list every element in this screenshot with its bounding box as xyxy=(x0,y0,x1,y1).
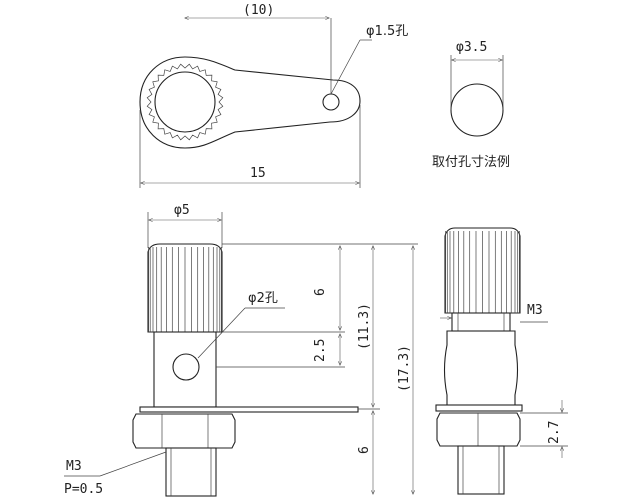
mount-caption: 取付孔寸法例 xyxy=(432,155,510,170)
thread-left-label: M3 xyxy=(66,459,82,474)
small-hole-label: φ1.5孔 xyxy=(366,24,408,39)
dim-lower-label: 6 xyxy=(357,446,372,454)
thread-right-label: M3 xyxy=(527,303,543,318)
pitch-label: P=0.5 xyxy=(64,482,103,497)
dim-nut-label: 2.7 xyxy=(547,421,562,444)
dim-mid-label: 2.5 xyxy=(313,339,328,362)
knob-dia-label: φ5 xyxy=(174,203,190,218)
knurl-lines-side xyxy=(445,231,520,313)
knurl-lines xyxy=(148,247,222,332)
terminal-side-view: M3 2.7 xyxy=(435,227,568,495)
serrated-ring xyxy=(146,63,224,141)
dim-total-ref-label: (17.3) xyxy=(397,345,412,392)
dim-upper-ref-label: (11.3) xyxy=(357,303,372,350)
terminal-front-view: φ5 φ2孔 6 2.5 (11.3) (17.3) xyxy=(64,203,418,497)
side-hole xyxy=(172,353,200,381)
small-hole xyxy=(322,93,340,111)
mounting-hole-example: φ3.5 取付孔寸法例 xyxy=(432,40,510,170)
top-length-ref-label: (10) xyxy=(243,3,274,18)
lug-top-view: (10) φ1.5孔 15 xyxy=(139,3,408,188)
side-hole-label: φ2孔 xyxy=(248,291,278,306)
dim-knurl-label: 6 xyxy=(313,288,328,296)
mount-hole-dia-label: φ3.5 xyxy=(456,40,487,55)
top-length-label: 15 xyxy=(250,166,266,181)
